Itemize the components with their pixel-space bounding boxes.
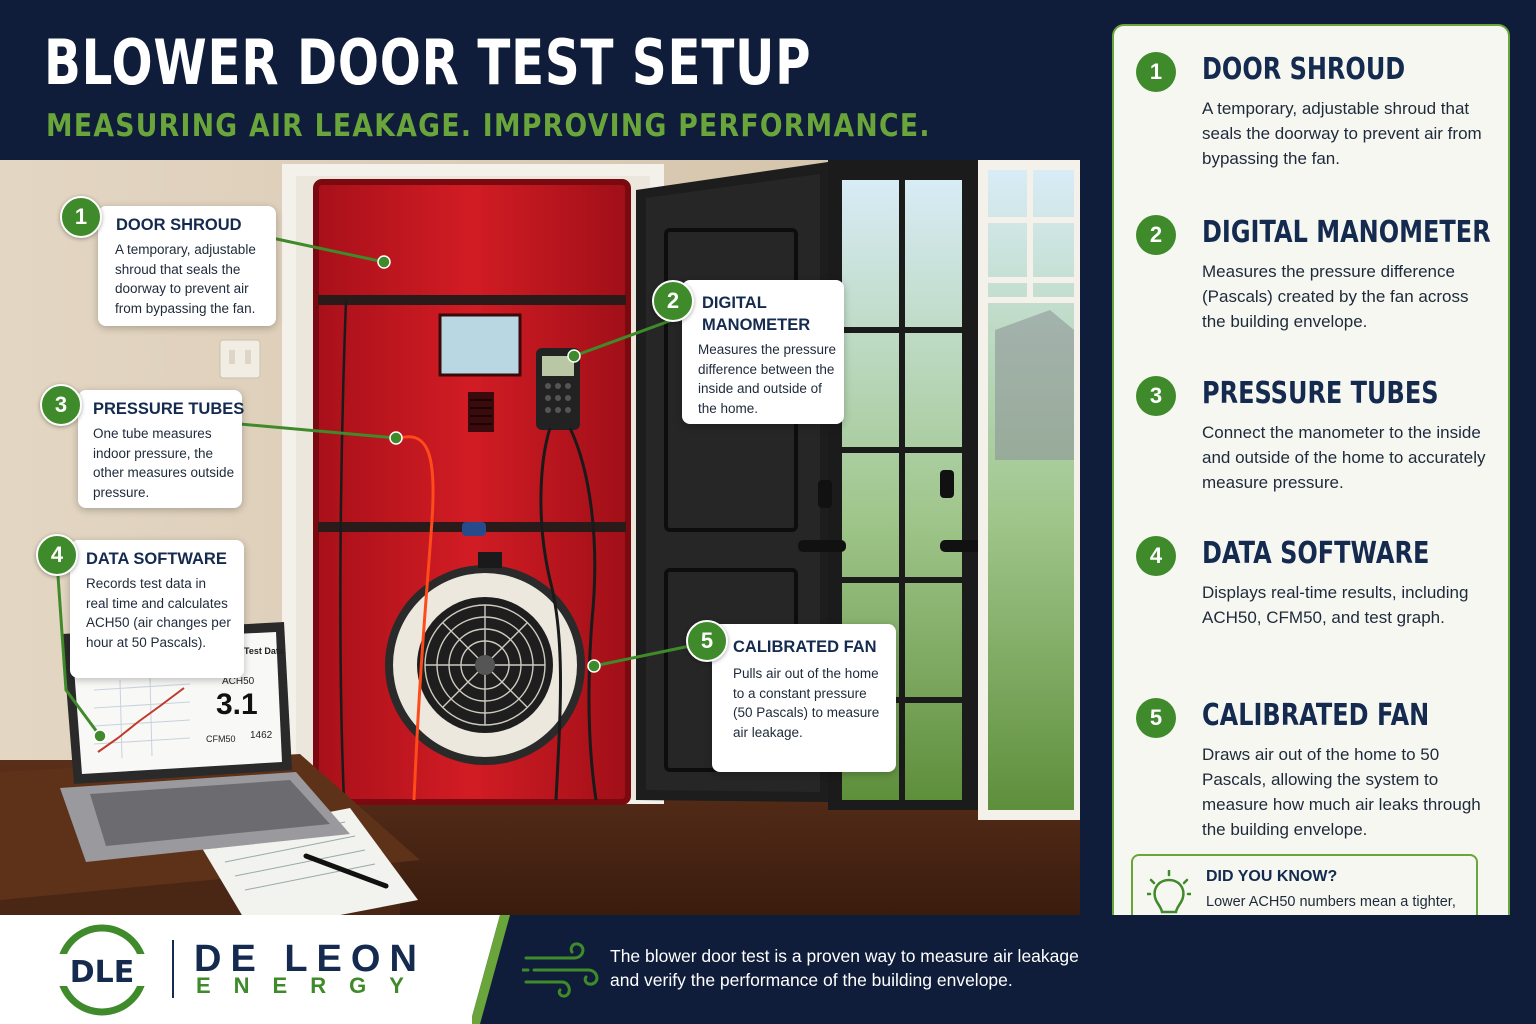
callout-title: PRESSURE TUBES xyxy=(93,400,245,418)
footer-text: The blower door test is a proven way to … xyxy=(610,946,1079,990)
callout-title: CALIBRATED FAN xyxy=(733,638,877,656)
page-title: BLOWER DOOR TEST SETUP xyxy=(44,26,812,99)
brand-name: DE LEON xyxy=(194,938,426,980)
callout-number: 4 xyxy=(36,534,78,576)
panel-number: 4 xyxy=(1136,536,1176,576)
panel-item-door-shroud: 1 DOOR SHROUD A temporary, adjustable sh… xyxy=(1136,52,1496,172)
callout-data-software: DATA SOFTWARE Records test data in real … xyxy=(70,540,244,678)
callout-title-line1: DIGITAL xyxy=(702,294,767,312)
panel-item-digital-manometer: 2 DIGITAL MANOMETER Measures the pressur… xyxy=(1136,215,1496,335)
callout-desc: Measures the pressure difference between… xyxy=(698,342,837,416)
panel-number: 1 xyxy=(1136,52,1176,92)
panel-desc: Measures the pressure difference (Pascal… xyxy=(1202,262,1469,331)
callout-number: 2 xyxy=(652,280,694,322)
laptop-ach-value: 3.1 xyxy=(216,688,258,721)
laptop-cfm-label: CFM50 xyxy=(206,734,236,744)
callout-desc: A temporary, adjustable shroud that seal… xyxy=(115,242,256,316)
panel-title: PRESSURE TUBES xyxy=(1202,376,1439,411)
panel-number: 2 xyxy=(1136,215,1176,255)
panel-number: 5 xyxy=(1136,698,1176,738)
callout-door-shroud: DOOR SHROUD A temporary, adjustable shro… xyxy=(98,206,276,326)
did-you-know-title: DID YOU KNOW? xyxy=(1206,868,1338,885)
panel-item-calibrated-fan: 5 CALIBRATED FAN Draws air out of the ho… xyxy=(1136,698,1496,839)
laptop-cfm-value: 1462 xyxy=(250,730,273,741)
panel-title: DIGITAL MANOMETER xyxy=(1202,215,1491,250)
callout-digital-manometer: DIGITAL MANOMETER Measures the pressure … xyxy=(682,280,844,424)
callout-title: DATA SOFTWARE xyxy=(86,550,227,568)
panel-desc: Connect the manometer to the inside and … xyxy=(1202,423,1486,492)
panel-desc: A temporary, adjustable shroud that seal… xyxy=(1202,99,1482,168)
panel-title: CALIBRATED FAN xyxy=(1202,698,1430,733)
panel-desc: Displays real-time results, including AC… xyxy=(1202,583,1469,627)
callout-number: 1 xyxy=(60,196,102,238)
brand-logo-mark: DLE xyxy=(54,924,150,1016)
callout-number: 5 xyxy=(686,620,728,662)
callout-pressure-tubes: PRESSURE TUBES One tube measures indoor … xyxy=(78,390,245,508)
callout-number: 3 xyxy=(40,384,82,426)
callout-desc: Records test data in real time and calcu… xyxy=(86,576,231,650)
callout-desc: Pulls air out of the home to a constant … xyxy=(733,666,880,740)
page-subtitle: MEASURING AIR LEAKAGE. IMPROVING PERFORM… xyxy=(46,108,931,144)
panel-title: DOOR SHROUD xyxy=(1202,52,1406,87)
panel-number: 3 xyxy=(1136,376,1176,416)
callout-title: DOOR SHROUD xyxy=(116,216,242,234)
callout-calibrated-fan: CALIBRATED FAN Pulls air out of the home… xyxy=(712,624,896,772)
panel-item-pressure-tubes: 3 PRESSURE TUBES Connect the manometer t… xyxy=(1136,376,1496,496)
brand-logo-text: DLE xyxy=(70,955,135,990)
brand-subname: ENERGY xyxy=(196,973,427,998)
brand-separator xyxy=(172,940,174,998)
laptop-header: Test Data xyxy=(244,646,284,656)
wind-icon xyxy=(522,942,599,998)
callout-connectors xyxy=(56,236,691,743)
callout-title-line2: MANOMETER xyxy=(702,316,811,334)
panel-item-data-software: 4 DATA SOFTWARE Displays real-time resul… xyxy=(1136,536,1496,656)
footer-band xyxy=(480,915,1536,1024)
panel-desc: Draws air out of the home to 50 Pascals,… xyxy=(1202,745,1481,839)
laptop-ach-label: ACH50 xyxy=(222,676,255,687)
panel-title: DATA SOFTWARE xyxy=(1202,536,1430,571)
header: BLOWER DOOR TEST SETUP MEASURING AIR LEA… xyxy=(0,0,1080,160)
legend-panel xyxy=(1112,24,1510,964)
callout-desc: One tube measures indoor pressure, the o… xyxy=(93,426,235,500)
